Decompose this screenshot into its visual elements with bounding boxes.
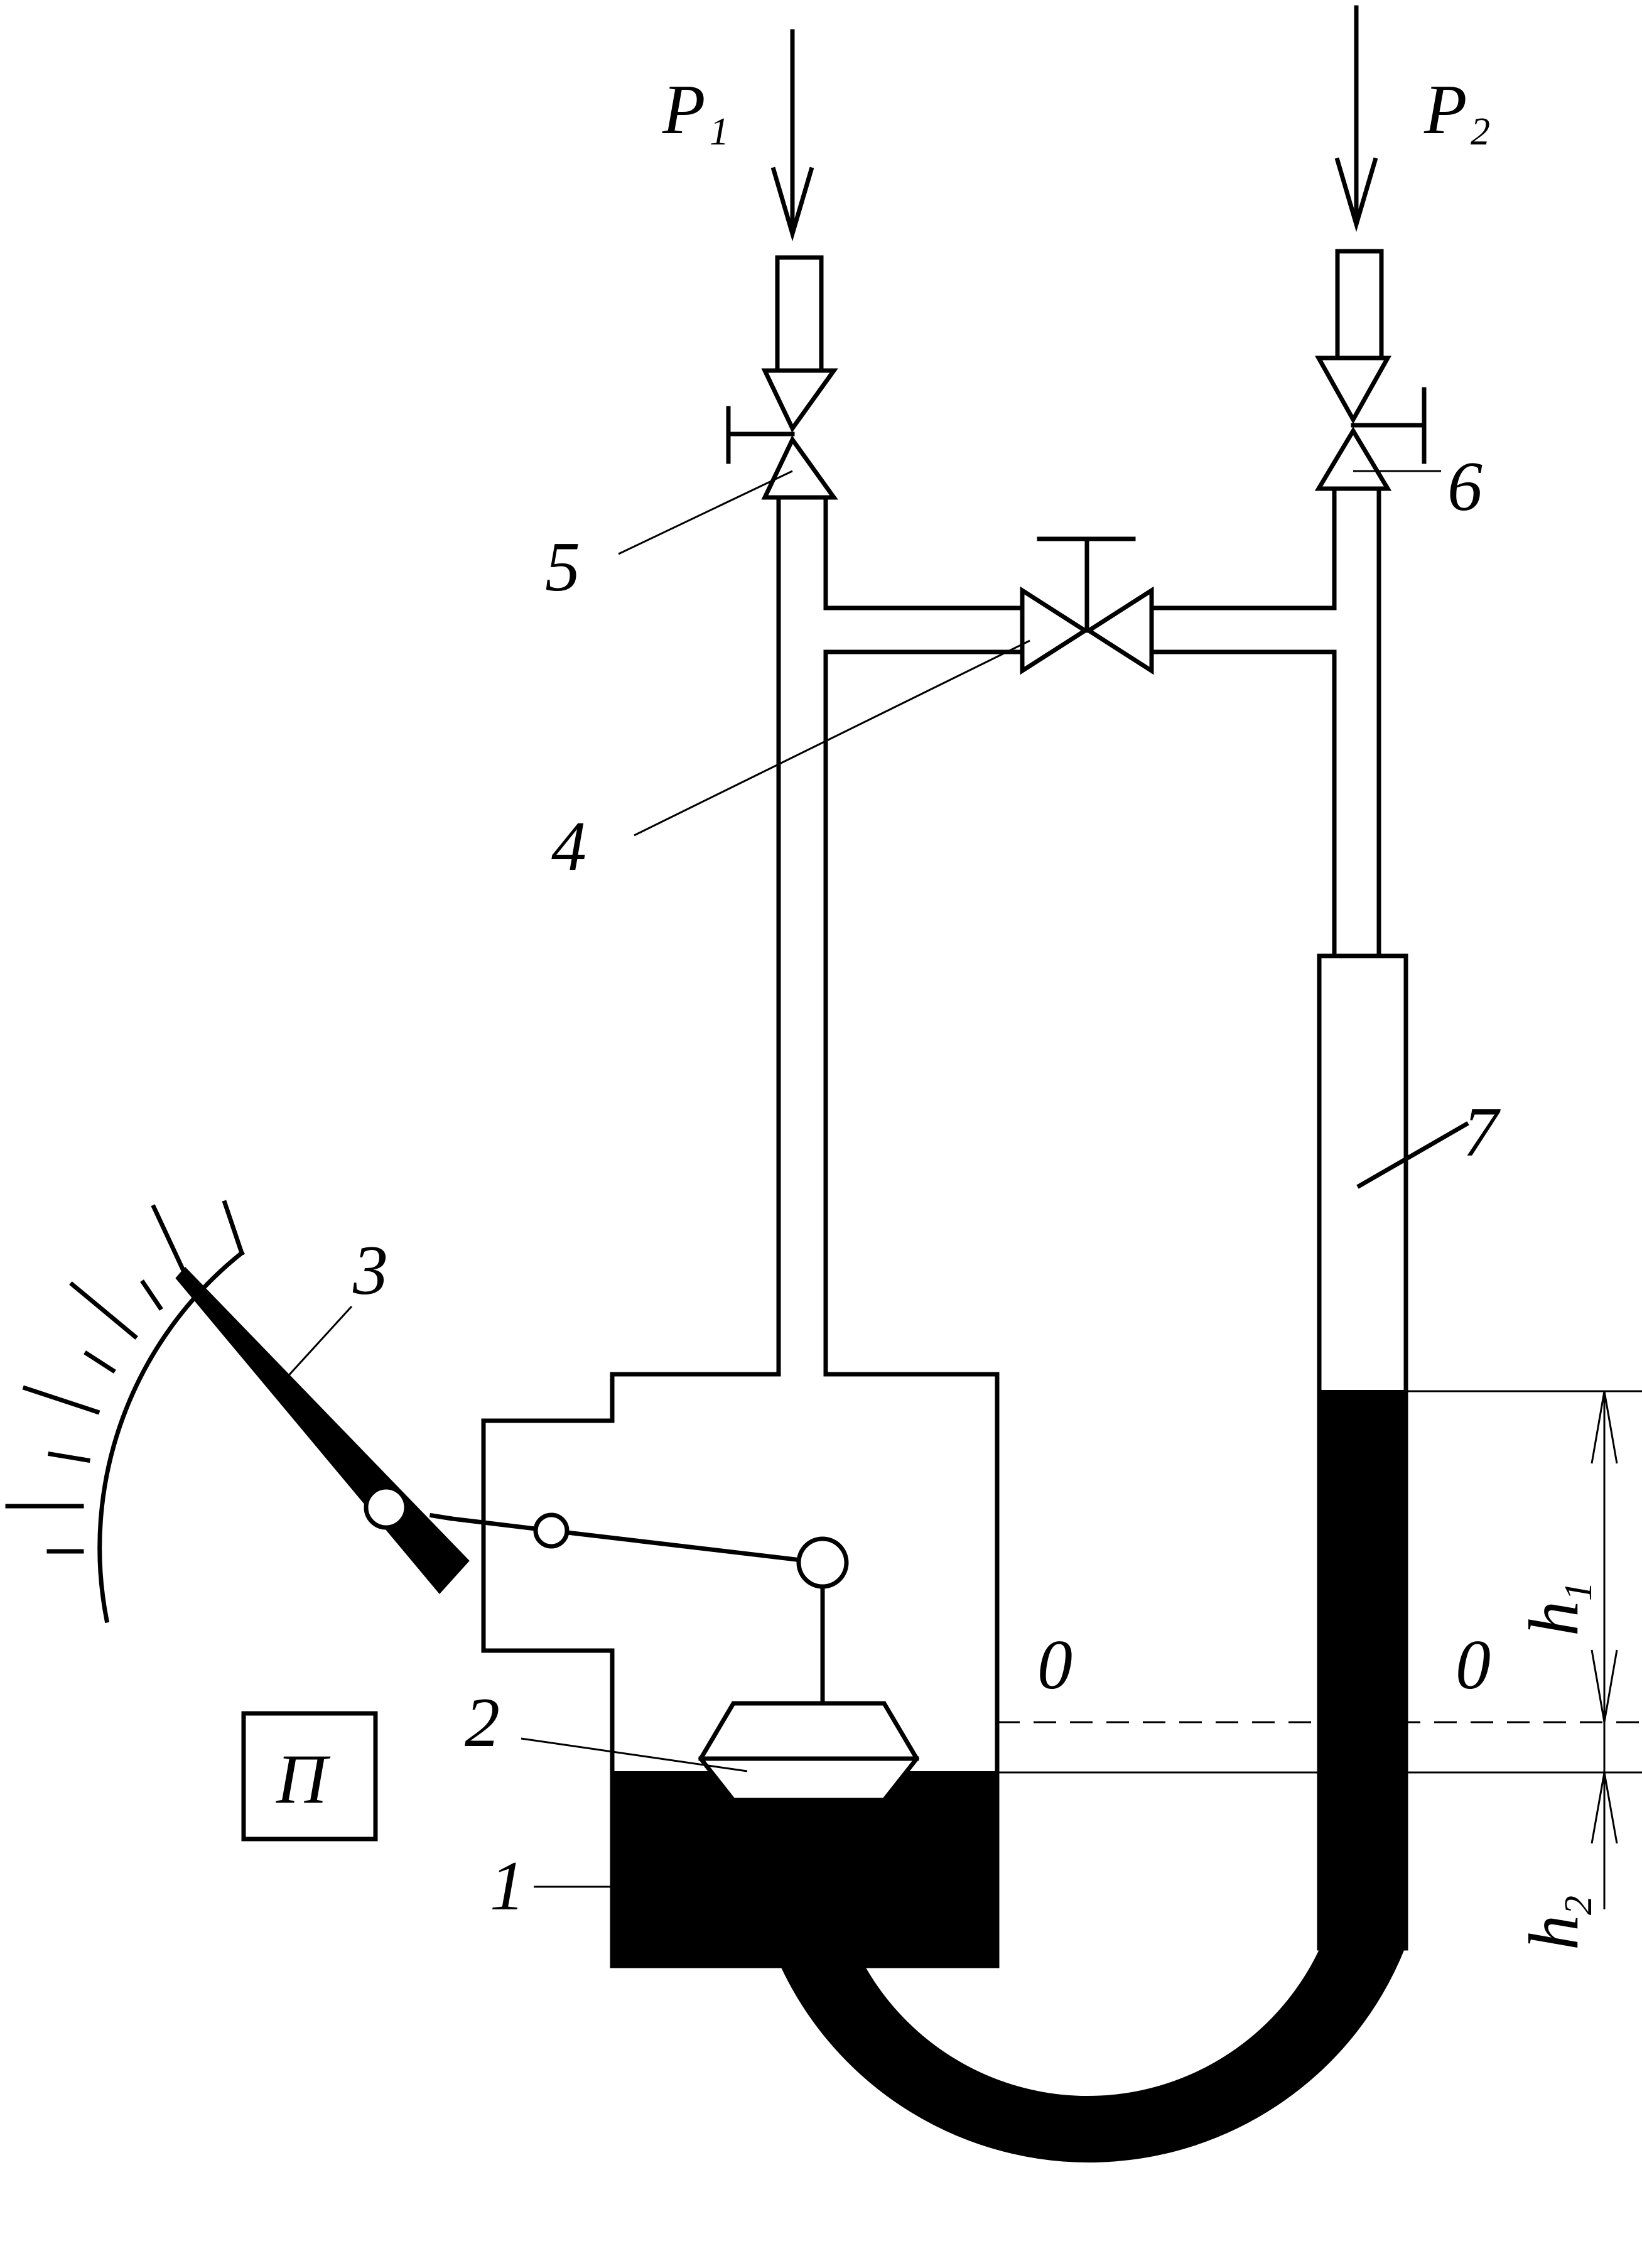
leader-4 <box>634 639 1030 837</box>
label-7: 7 <box>1463 1093 1501 1171</box>
leader-7 <box>1356 1121 1469 1189</box>
gauge-pivot <box>364 1485 409 1530</box>
label-3: 3 <box>352 1232 388 1310</box>
h1-label: h <box>1515 1601 1593 1636</box>
linkage-pivot-small <box>533 1512 570 1549</box>
p2-inlet-stub <box>1335 249 1384 361</box>
vessel-1-body <box>481 1372 1000 1968</box>
p1-label: P <box>662 71 705 149</box>
p1-inlet-stub <box>775 255 824 373</box>
zero-label-right: 0 <box>1456 1626 1491 1704</box>
h2-dimension <box>1591 1722 1618 1909</box>
linkage-pivot-large <box>796 1536 849 1589</box>
h2-label: h <box>1515 1915 1593 1950</box>
p1-subscript: 1 <box>710 111 729 153</box>
label-4: 4 <box>551 808 586 886</box>
label-1: 1 <box>490 1847 525 1925</box>
leader-3 <box>284 1305 353 1380</box>
float-2 <box>698 1560 920 1803</box>
p1-arrow <box>770 29 814 242</box>
h2-subscript: 2 <box>1557 1896 1600 1915</box>
device-label: П <box>276 1740 331 1818</box>
label-6: 6 <box>1447 448 1483 526</box>
label-5: 5 <box>545 528 580 606</box>
p2-label: P <box>1423 71 1467 149</box>
leader-2 <box>521 1737 748 1772</box>
measuring-tube-7-liquid <box>1318 1390 1407 1950</box>
zero-label-left: 0 <box>1037 1626 1072 1704</box>
p2-subscript: 2 <box>1471 111 1490 153</box>
leader-5 <box>618 470 793 555</box>
valve-6 <box>1314 355 1427 491</box>
u-tube <box>779 1946 1406 2162</box>
h1-dimension <box>1591 1391 1618 1723</box>
device-box <box>241 1711 378 1842</box>
label-2: 2 <box>465 1684 500 1762</box>
linkage <box>389 1506 849 1589</box>
valve-5 <box>726 368 838 500</box>
gauge-pointer <box>175 1267 470 1595</box>
valve-4 <box>1020 536 1154 675</box>
gauge-3 <box>5 1200 470 1624</box>
p2-arrow <box>1334 5 1378 232</box>
h1-subscript: 1 <box>1557 1582 1600 1601</box>
